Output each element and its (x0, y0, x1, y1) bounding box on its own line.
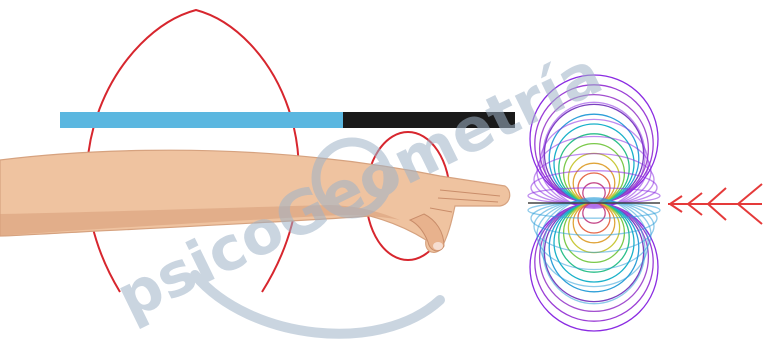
field-lobe (568, 153, 619, 203)
field-lobe (543, 198, 645, 304)
triple-chevron-left-icon (668, 184, 762, 224)
thumbnail (433, 242, 443, 250)
blue-bar (60, 112, 343, 128)
field-lobe (568, 203, 619, 253)
field-lobe (540, 203, 649, 311)
